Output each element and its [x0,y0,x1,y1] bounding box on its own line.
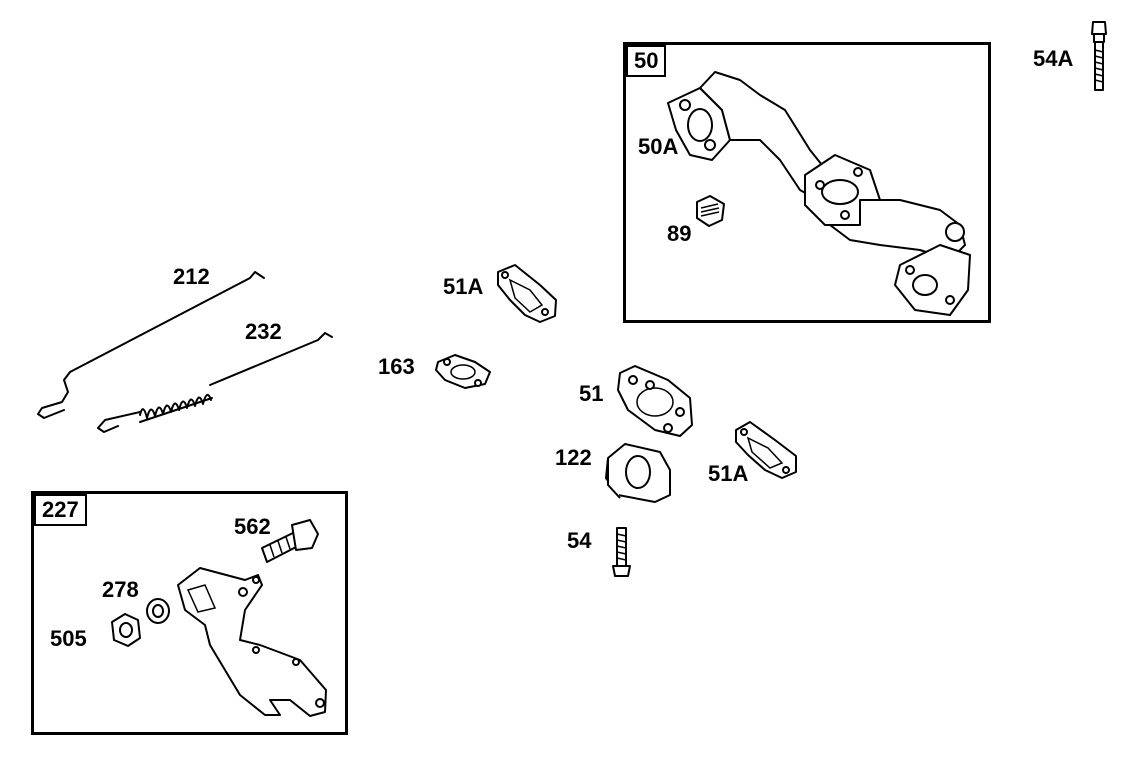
bolt-54-drawing [612,527,631,577]
label-562: 562 [234,514,271,539]
label-212: 212 [173,264,210,289]
bolt-562-drawing [261,519,319,563]
label-163: 163 [378,354,415,379]
gasket-51a-top-drawing [497,264,557,323]
gasket-163-drawing [435,354,491,389]
label-505: 505 [50,626,87,651]
plug-89-drawing [696,195,725,227]
manifold-50a-drawing [667,71,971,316]
gasket-51-drawing [617,365,693,437]
label-50a: 50A [638,134,679,159]
label-51: 51 [579,381,604,406]
assembly-frame-227 [31,491,348,735]
label-278: 278 [102,577,139,602]
label-50: 50 [626,45,667,77]
spring-232-drawing [97,332,333,433]
assembly-frame-50 [623,42,991,323]
bracket-227-drawing [177,567,327,717]
spacer-122-drawing [605,443,671,503]
nut-505-drawing [111,613,141,647]
label-122: 122 [555,445,592,470]
label-54a: 54A [1033,46,1074,71]
rod-212-drawing [37,271,265,419]
label-51a-top: 51A [443,274,484,299]
label-54: 54 [567,528,592,553]
label-51a-right: 51A [708,461,749,486]
label-89: 89 [667,221,692,246]
label-227: 227 [34,494,87,526]
washer-278-drawing [146,598,170,624]
label-232: 232 [245,319,282,344]
gasket-51a-right-drawing [735,421,797,479]
bolt-54a-drawing [1091,21,1107,91]
